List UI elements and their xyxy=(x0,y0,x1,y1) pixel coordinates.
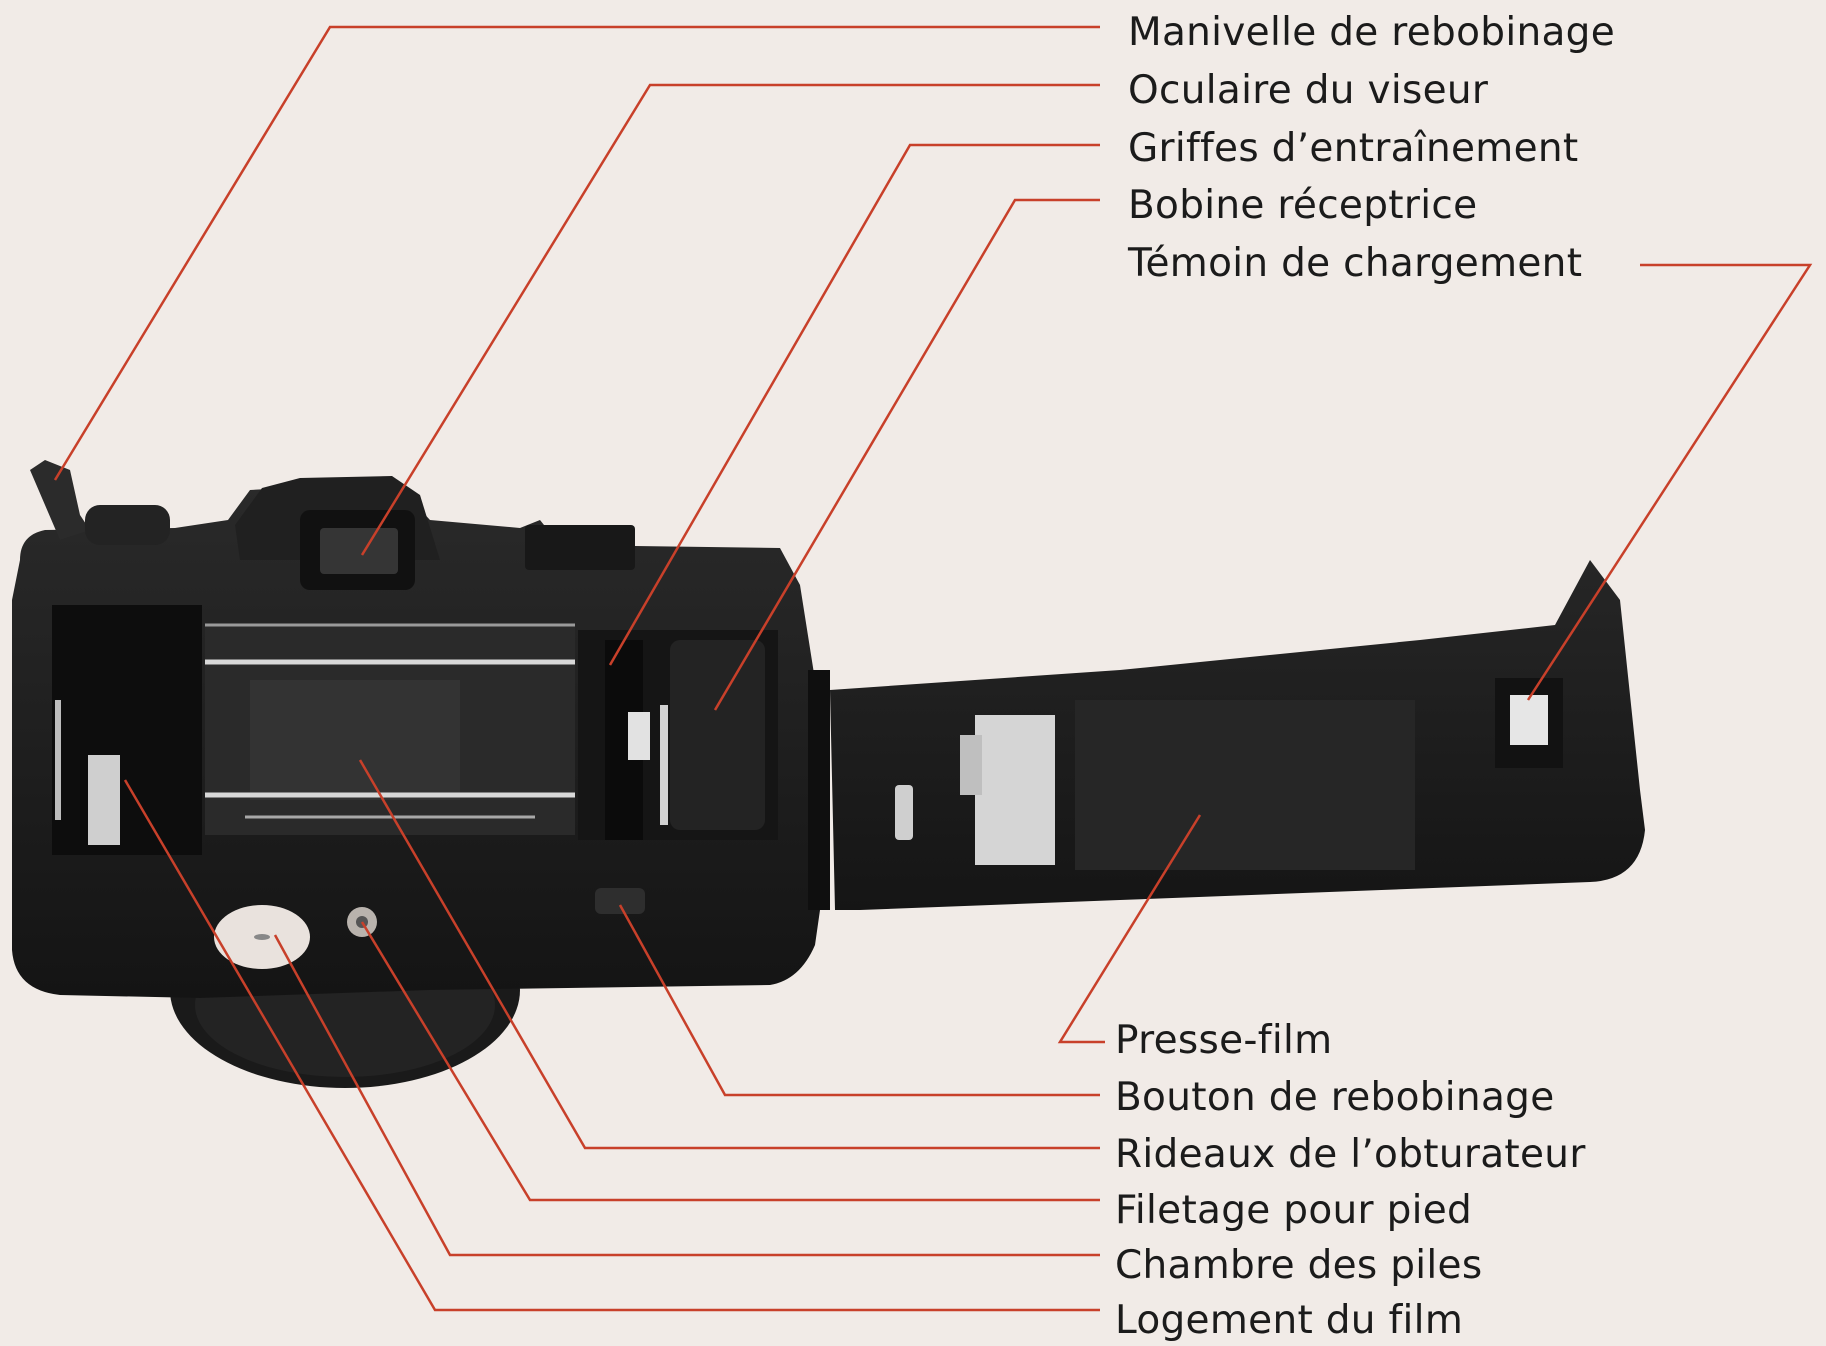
label-temoin: Témoin de chargement xyxy=(1128,241,1583,286)
film-clip xyxy=(975,715,1055,865)
leader-bobine xyxy=(713,198,1100,711)
leader-presse xyxy=(1057,814,1202,1044)
label-bouton: Bouton de rebobinage xyxy=(1115,1075,1555,1120)
viewfinder-window xyxy=(320,528,398,574)
rewind-knob xyxy=(85,505,170,545)
leader-griffes xyxy=(608,143,1100,666)
leader-temoin xyxy=(1526,263,1813,701)
back-door-hinge xyxy=(808,670,830,910)
battery-cover-slot xyxy=(254,934,270,940)
film-clip-lever xyxy=(960,735,982,795)
label-rideaux: Rideaux de l’obturateur xyxy=(1115,1132,1586,1177)
leader-oculaire xyxy=(360,83,1100,556)
film-clip-spring xyxy=(895,785,913,840)
label-filetage: Filetage pour pied xyxy=(1115,1188,1473,1233)
leader-logement xyxy=(123,779,1100,1312)
rewind-button xyxy=(595,888,645,914)
leader-chambre xyxy=(273,934,1100,1257)
label-oculaire: Oculaire du viseur xyxy=(1128,68,1489,113)
sprocket-stem xyxy=(660,705,668,825)
label-griffes: Griffes d’entraînement xyxy=(1128,126,1579,171)
rewind-crank xyxy=(30,460,90,540)
label-chambre: Chambre des piles xyxy=(1115,1243,1483,1288)
pressure-plate xyxy=(1075,700,1415,870)
hot-shoe xyxy=(525,525,635,570)
leader-manivelle xyxy=(53,25,1100,481)
take-up-spool xyxy=(670,640,765,830)
film-chamber xyxy=(52,605,202,855)
leader-rideaux xyxy=(358,759,1100,1150)
film-chamber-spring xyxy=(88,755,120,845)
label-presse: Presse-film xyxy=(1115,1018,1333,1063)
leader-bouton xyxy=(618,904,1100,1097)
loading-window-glass xyxy=(1510,695,1548,745)
label-logement: Logement du film xyxy=(1115,1298,1464,1343)
sprocket-teeth xyxy=(628,712,650,760)
leader-filetage xyxy=(360,921,1100,1202)
shutter-curtain xyxy=(250,680,460,800)
label-manivelle: Manivelle de rebobinage xyxy=(1128,10,1616,55)
film-chamber-pin xyxy=(55,700,61,820)
label-bobine: Bobine réceptrice xyxy=(1128,183,1478,228)
